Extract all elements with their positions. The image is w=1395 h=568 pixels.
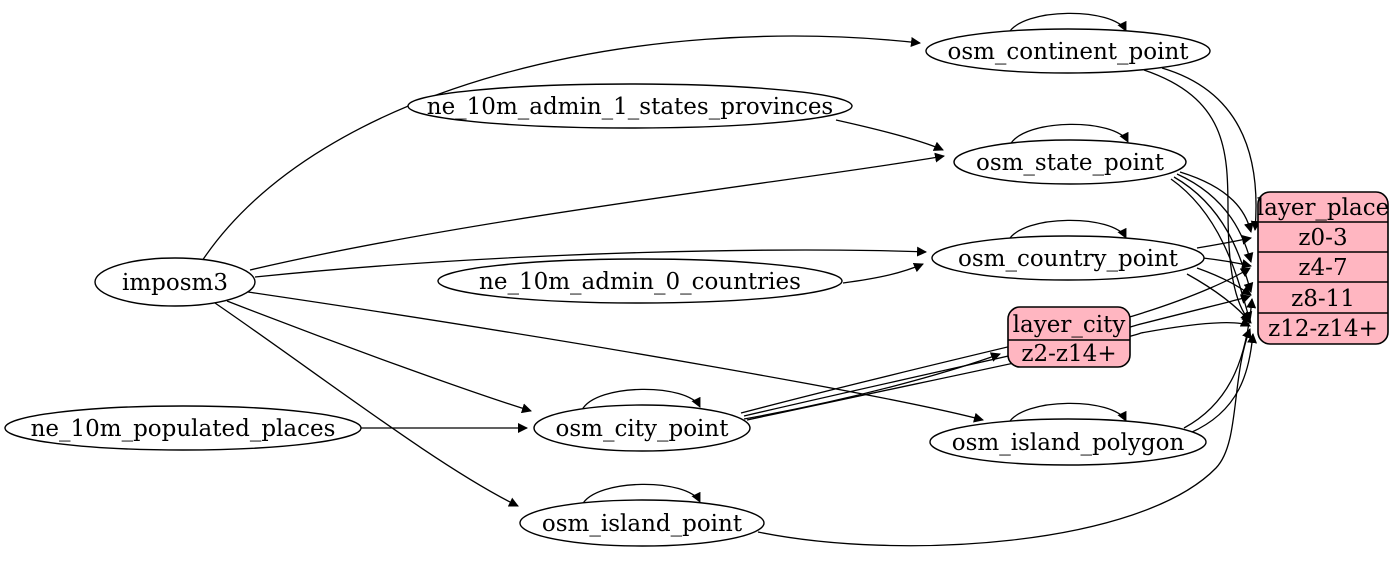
record-layer_city-shape <box>1007 306 1131 368</box>
edge-osm_state_point-layer_place-z0-3 <box>1179 171 1254 233</box>
node-ne_countries-label: ne_10m_admin_0_countries <box>479 269 801 295</box>
selfloop-osm_state_point <box>1009 123 1129 146</box>
node-city-shape <box>533 404 751 452</box>
record-layer_place-row-z0-3: z0-3 <box>1298 225 1347 251</box>
record-layer_place-row-z12-z14: z12-z14+ <box>1268 316 1378 342</box>
record-layer_city: layer_city z2-z14+ <box>1007 306 1131 368</box>
edge-imposm3-osm_continent_point <box>201 35 921 262</box>
node-imposm3: imposm3 <box>94 257 256 307</box>
selfloop-osm_country_point <box>1007 219 1127 242</box>
node-state-shape <box>953 139 1187 185</box>
edges-group <box>201 12 1261 547</box>
node-island_polygon-label: osm_island_polygon <box>952 430 1185 456</box>
node-ne_places-shape <box>4 405 362 451</box>
edge-ne_countries-osm_country_point <box>842 262 924 284</box>
node-osm_city_point: osm_city_point <box>533 404 751 452</box>
record-layer_place-title: layer_place <box>1257 195 1389 221</box>
edge-osm_state_point-layer_place-z4-7 <box>1176 173 1254 263</box>
node-country-shape <box>931 235 1205 281</box>
edge-osm_continent_point-layer_place-z0-3 <box>1161 67 1261 231</box>
node-imposm3-label: imposm3 <box>122 270 228 296</box>
node-ne_places-label: ne_10m_populated_places <box>31 416 336 442</box>
record-layer_place-row-z4-7: z4-7 <box>1298 255 1347 281</box>
edge-osm_state_point-layer_place-z12 <box>1170 178 1253 322</box>
edge-imposm3-osm_island_point <box>214 302 519 507</box>
record-layer_place-row-z8-11: z8-11 <box>1291 286 1355 312</box>
node-ne_countries-shape <box>437 258 843 304</box>
node-ne_10m_admin_0_countries: ne_10m_admin_0_countries <box>437 258 843 304</box>
node-ne_10m_admin_1_states_provinces: ne_10m_admin_1_states_provinces <box>407 83 853 129</box>
node-ne_states-shape <box>407 83 853 129</box>
node-osm_country_point: osm_country_point <box>931 235 1205 281</box>
edge-imposm3-osm_country_point <box>254 246 927 278</box>
edge-osm_island_polygon-layer_place-z12 <box>1189 333 1258 434</box>
edge-ne_states-osm_state_point <box>835 119 944 151</box>
node-state-label: osm_state_point <box>976 150 1165 176</box>
edge-imposm3-osm_city_point <box>226 300 532 414</box>
node-ne_states-label: ne_10m_admin_1_states_provinces <box>427 94 834 120</box>
edge-osm_city_point-layer_place-z12 <box>746 317 1251 421</box>
node-osm_continent_point: osm_continent_point <box>925 28 1211 74</box>
record-layer_place-shape <box>1257 191 1389 345</box>
node-island_point-shape <box>519 499 765 547</box>
edge-osm_continent_point-layer_place-z12 <box>1143 69 1251 322</box>
selfloop-osm_continent_point <box>1007 12 1127 35</box>
node-osm_state_point: osm_state_point <box>953 139 1187 185</box>
edge-osm_island_polygon-layer_place-z8-11 <box>1183 298 1257 429</box>
edge-imposm3-osm_island_polygon <box>247 291 984 423</box>
selfloop-osm_city_point <box>581 388 701 411</box>
edge-osm_country_point-layer_place-z0-3 <box>1196 234 1252 249</box>
node-imposm3-shape <box>94 257 256 307</box>
node-continent-shape <box>925 28 1211 74</box>
node-osm_island_point: osm_island_point <box>519 499 765 547</box>
selfloop-osm_island_polygon <box>1007 402 1127 425</box>
node-city-label: osm_city_point <box>556 416 730 442</box>
node-ne_10m_populated_places: ne_10m_populated_places <box>4 405 362 451</box>
node-island_point-label: osm_island_point <box>542 511 743 537</box>
edge-imposm3-osm_state_point <box>249 152 945 271</box>
node-country-label: osm_country_point <box>958 246 1179 272</box>
node-osm_island_polygon: osm_island_polygon <box>929 418 1207 466</box>
record-layer_city-title: layer_city <box>1013 312 1126 338</box>
record-layer_place: layer_place z0-3 z4-7 z8-11 z12-z14+ <box>1257 191 1389 345</box>
selfloop-osm_island_point <box>581 483 701 506</box>
edge-osm_state_point-layer_place-z8-11 <box>1173 176 1254 293</box>
record-layer_city-row-z2: z2-z14+ <box>1021 341 1116 367</box>
node-continent-label: osm_continent_point <box>947 39 1189 65</box>
edge-osm_country_point-layer_place-z4-7 <box>1202 257 1252 269</box>
edge-osm_island_point-layer_place-z12 <box>757 328 1252 547</box>
node-island_polygon-shape <box>929 418 1207 466</box>
edge-osm_city_point-layer_place-z8-11 <box>743 294 1251 417</box>
edge-osm_country_point-layer_place-z8-11 <box>1196 267 1252 296</box>
